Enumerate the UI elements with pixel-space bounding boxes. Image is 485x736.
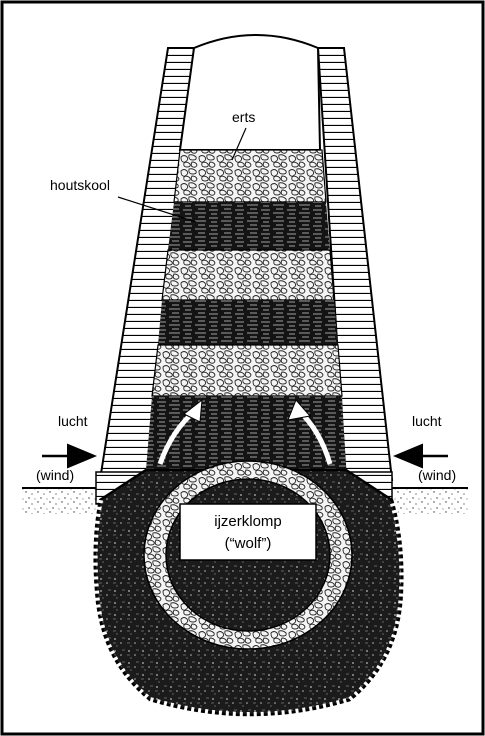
ore-layer-2 [162, 250, 334, 300]
bloom-label: ijzerklomp [214, 513, 282, 530]
charge-column [146, 150, 346, 470]
wind-label-left: (wind) [36, 467, 74, 483]
ore-layer-top [174, 150, 326, 202]
ore-layer-3 [152, 345, 342, 396]
charcoal-layer-2 [158, 300, 338, 345]
air-label-right: lucht [412, 413, 442, 429]
ore-label: erts [232, 109, 255, 125]
charcoal-label: houtskool [50, 177, 110, 193]
charcoal-layer-1 [168, 202, 330, 250]
chimney-top [180, 35, 320, 150]
wind-label-right: (wind) [418, 467, 456, 483]
air-label-left: lucht [58, 413, 88, 429]
bloom-alias-label: (“wolf”) [225, 535, 272, 552]
